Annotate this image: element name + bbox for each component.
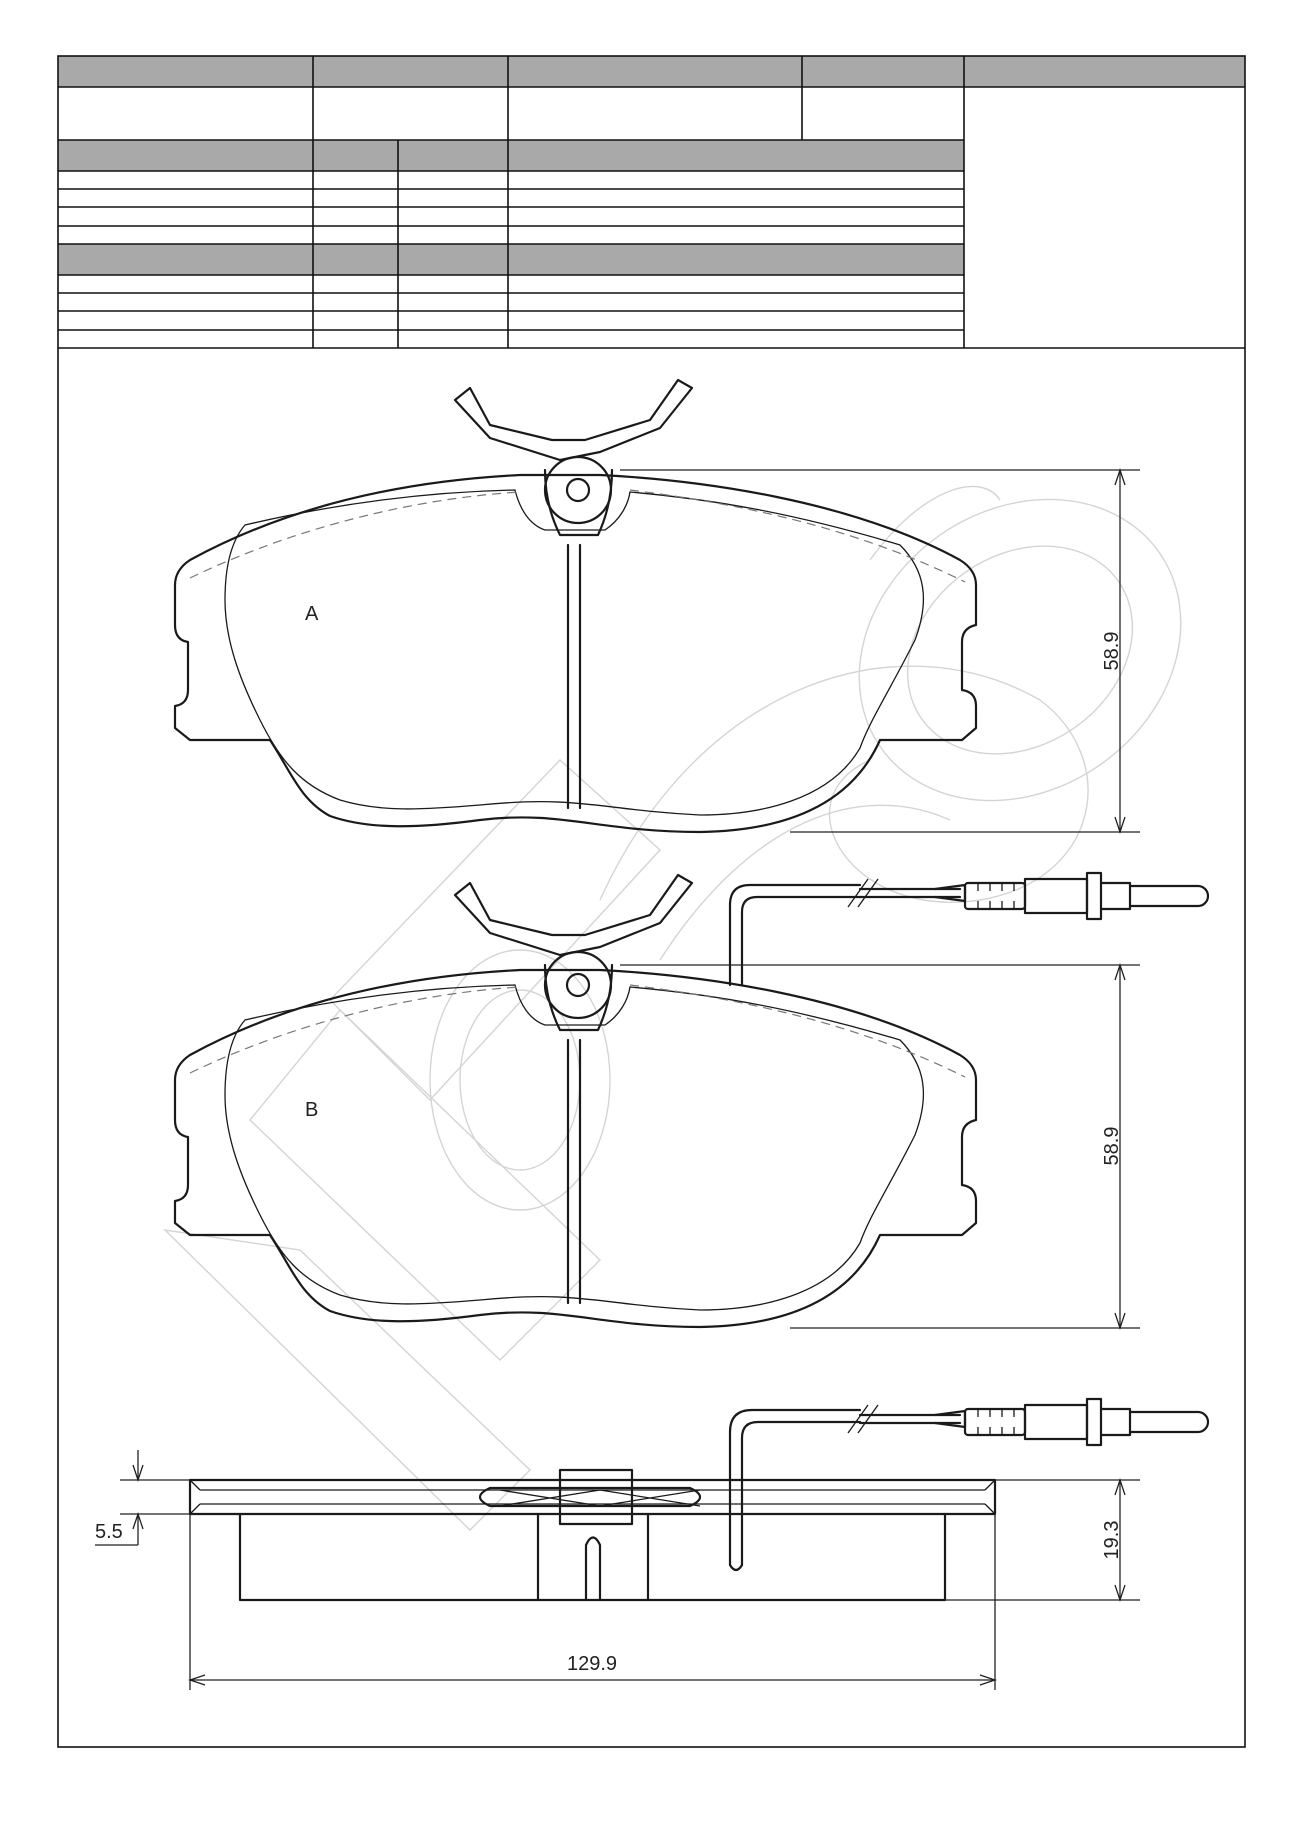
- height-dimension-a: 58.9: [1101, 632, 1123, 671]
- backplate-dimension: 5.5: [95, 1521, 123, 1543]
- brake-pad-a: [173, 378, 978, 834]
- pad-a-label: A: [305, 603, 319, 625]
- pad-b-label: B: [305, 1099, 318, 1121]
- watermark-logo: [162, 485, 1182, 1531]
- wear-sensor-wire-b: [728, 871, 1210, 987]
- dimension-lines: [95, 467, 1140, 1690]
- height-dimension-b: 58.9: [1101, 1127, 1123, 1166]
- side-view: [188, 1397, 1210, 1602]
- width-dimension: 129.9: [567, 1653, 617, 1675]
- thickness-dimension: 19.3: [1101, 1521, 1123, 1560]
- title-block-table: [57, 55, 1246, 1748]
